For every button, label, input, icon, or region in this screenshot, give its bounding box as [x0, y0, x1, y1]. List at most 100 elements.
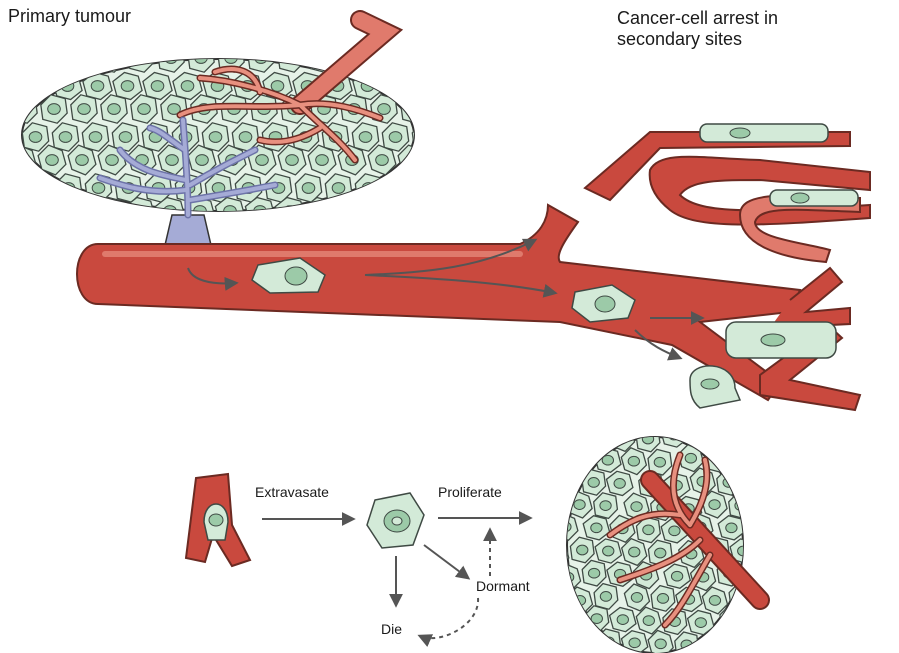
- cell-nucleus: [166, 155, 179, 166]
- cell-nucleus: [106, 155, 119, 166]
- tumour-cell: [428, 44, 454, 72]
- tumour-cell: [385, 174, 411, 202]
- cell-nucleus: [29, 132, 42, 143]
- cell-nucleus: [534, 526, 545, 536]
- tumour-cell: [597, 629, 621, 653]
- cell-nucleus: [559, 431, 570, 441]
- tumour-cell: [543, 445, 568, 472]
- cell-nucleus: [344, 206, 357, 217]
- cell-nucleus: [643, 616, 654, 626]
- cell-nucleus: [392, 183, 405, 194]
- tumour-cell: [730, 448, 756, 472]
- tumour-cell: [395, 198, 424, 225]
- tumour-cell: [526, 423, 552, 447]
- cell-nucleus: [764, 547, 775, 557]
- cell-nucleus: [725, 432, 736, 442]
- tumour-cell: [718, 425, 744, 449]
- cell-nucleus: [629, 638, 640, 648]
- cell-nucleus: [590, 432, 601, 442]
- cell-nucleus: [752, 615, 763, 625]
- cell-nucleus: [270, 234, 283, 245]
- cell-nucleus: [726, 523, 737, 533]
- cell-nucleus: [655, 548, 666, 558]
- cell-nucleus: [603, 637, 614, 647]
- cell-nucleus: [709, 596, 720, 606]
- cell-nucleus: [134, 206, 147, 217]
- tumour-cell: [583, 425, 609, 449]
- cell-nucleus: [577, 641, 588, 651]
- tumour-cell: [526, 519, 552, 543]
- cell-nucleus: [600, 592, 611, 602]
- cell-nucleus: [332, 183, 345, 194]
- cell-nucleus: [712, 641, 723, 651]
- cell-nucleus: [546, 640, 557, 650]
- tumour-cell: [544, 541, 569, 568]
- cell-nucleus: [614, 479, 625, 489]
- cell-nucleus: [314, 206, 327, 217]
- tumour-cell: [0, 198, 3, 225]
- cell-nucleus: [151, 81, 164, 92]
- cell-nucleus: [74, 206, 87, 217]
- cell-nucleus: [330, 234, 343, 245]
- cell-nucleus: [105, 53, 118, 64]
- tumour-cell: [398, 44, 424, 72]
- cell-nucleus: [438, 104, 451, 115]
- tumour-cell: [415, 174, 441, 202]
- cell-nucleus: [30, 234, 43, 245]
- tumour-cell: [23, 224, 51, 254]
- cell-nucleus: [285, 53, 298, 64]
- cell-nucleus: [31, 81, 44, 92]
- cell-nucleus: [600, 501, 611, 511]
- cell-nucleus: [119, 132, 132, 143]
- cell-nucleus: [0, 132, 12, 143]
- tumour-cell: [745, 425, 770, 452]
- cell-nucleus: [60, 234, 73, 245]
- cell-nucleus: [18, 104, 31, 115]
- tumour-cell: [541, 587, 567, 611]
- cell-nucleus: [2, 183, 15, 194]
- cell-nucleus: [695, 618, 706, 628]
- cell-nucleus: [120, 234, 133, 245]
- tumour-cell: [0, 174, 22, 202]
- tumour-cell: [0, 123, 19, 151]
- cell-nucleus: [375, 53, 388, 64]
- secondary-tumour: [526, 423, 785, 653]
- cell-nucleus: [631, 593, 642, 603]
- cell-nucleus: [316, 155, 329, 166]
- tumour-cell: [745, 515, 770, 542]
- cell-nucleus: [59, 132, 72, 143]
- cell-nucleus: [576, 454, 587, 464]
- cell-nucleus: [737, 455, 748, 465]
- cell-nucleus: [422, 183, 435, 194]
- cell-nucleus: [391, 81, 404, 92]
- cell-nucleus: [617, 615, 628, 625]
- tumour-cell: [688, 423, 713, 450]
- tumour-cell: [553, 611, 579, 635]
- tumour-cell: [570, 632, 595, 653]
- tumour-cell: [0, 44, 4, 72]
- tumour-cell: [0, 95, 7, 123]
- cell-nucleus: [654, 457, 665, 467]
- cell-nucleus: [45, 53, 58, 64]
- cell-nucleus: [271, 81, 284, 92]
- cell-nucleus: [560, 618, 571, 628]
- secondary-sites-label-line2: secondary sites: [617, 29, 778, 50]
- cell-nucleus: [405, 53, 418, 64]
- cell-nucleus: [536, 571, 547, 581]
- cell-nucleus: [551, 549, 562, 559]
- cell-nucleus: [574, 500, 585, 510]
- tumour-cell: [383, 73, 412, 100]
- cell-nucleus: [240, 234, 253, 245]
- tumour-cell: [732, 629, 756, 653]
- cell-nucleus: [738, 637, 749, 647]
- cell-nucleus: [550, 453, 561, 463]
- proliferate-label: Proliferate: [438, 484, 502, 501]
- cell-nucleus: [436, 155, 449, 166]
- tumour-cell: [0, 145, 4, 175]
- cell-nucleus: [390, 234, 403, 245]
- cell-nucleus: [165, 53, 178, 64]
- cell-nucleus: [657, 594, 668, 604]
- cell-nucleus: [138, 104, 151, 115]
- cell-nucleus: [135, 53, 148, 64]
- tumour-cell: [540, 632, 564, 653]
